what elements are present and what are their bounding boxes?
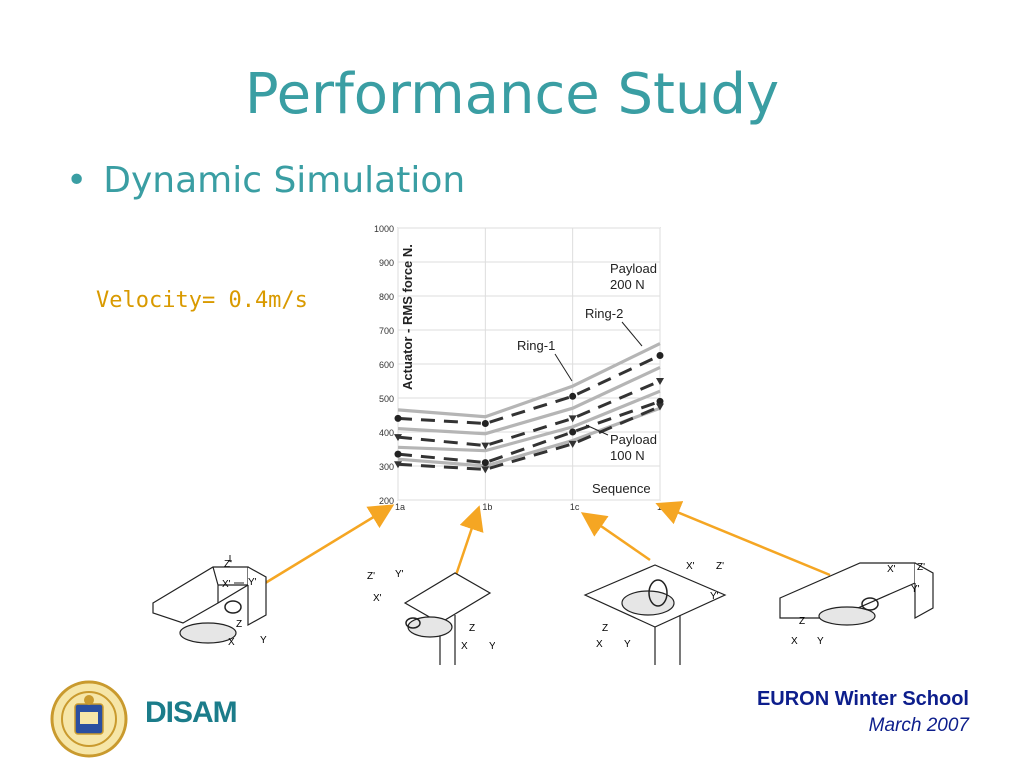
arrow-1d [655, 501, 831, 577]
velocity-label: Velocity= 0.4m/s [96, 288, 308, 313]
chart-series [397, 342, 661, 471]
robot3-label-x: X [596, 639, 603, 650]
y-tick-label: 300 [379, 462, 394, 472]
robot3-label-y: Y [624, 639, 631, 650]
robot1-label-zp: Z' [224, 559, 232, 570]
robot2-label-yp: Y' [395, 569, 404, 580]
slide-title: Performance Study [244, 62, 780, 127]
y-tick-label: 600 [379, 360, 394, 370]
robot1-label-y: Y [260, 635, 267, 646]
robot1-label-x: X [228, 637, 235, 648]
data-point [568, 440, 577, 448]
robot4-label-x: X [791, 636, 798, 647]
robot2-label-z: Z [469, 623, 475, 634]
y-axis-label: Actuator - RMS force N. [400, 244, 415, 390]
data-point [394, 461, 402, 469]
bullet-item: • Dynamic Simulation [66, 160, 465, 201]
annotation-ring1: Ring-1 [517, 338, 555, 353]
bullet-text: Dynamic Simulation [103, 160, 466, 201]
footer-event: EURON Winter School March 2007 [757, 688, 969, 737]
series-line-7 [397, 406, 661, 468]
robot2-label-y: Y [489, 641, 495, 652]
robot-sketch-2: Z' Y' X' Z X Y [367, 569, 495, 665]
university-seal-logo [50, 680, 128, 758]
chart-markers [394, 352, 664, 474]
series-line-3 [397, 365, 661, 436]
robot-sketch-4: X' Z' Y' Z X Y [779, 562, 934, 647]
annotation-ring2: Ring-2 [585, 306, 623, 321]
y-tick-label: 700 [379, 326, 394, 336]
data-point [394, 414, 402, 422]
data-point [481, 466, 490, 474]
robot-sketch-1: Z' Y' X' Z X Y [152, 555, 267, 648]
data-point [481, 420, 489, 427]
data-point [656, 352, 664, 359]
data-point [481, 442, 490, 450]
event-name: EURON Winter School [756, 688, 969, 710]
robot4-label-y: Y [817, 636, 824, 647]
data-point [394, 450, 402, 458]
robot1-label-z: Z [236, 619, 242, 630]
series-line-5 [397, 389, 661, 453]
y-tick-label: 800 [379, 292, 394, 302]
x-tick-label: 1b [482, 502, 492, 512]
payload-100-pointer [585, 424, 609, 436]
y-tick-label: 1000 [374, 224, 394, 234]
ring1-pointer [554, 353, 573, 382]
bullet-dot-icon: • [66, 160, 88, 201]
data-point [656, 378, 664, 385]
x-tick-label: 1c [570, 502, 580, 512]
arrow-1b [453, 505, 484, 579]
event-date: March 2007 [868, 715, 969, 736]
robot-sketch-3: X' Z' Y' Z X Y [583, 561, 727, 665]
y-tick-label: 400 [379, 428, 394, 438]
data-point [394, 434, 402, 442]
robot4-label-yp: Y' [911, 584, 920, 595]
robot3-label-z: Z [602, 623, 608, 634]
robot3-label-xp: X' [686, 561, 695, 572]
y-tick-label: 500 [379, 394, 394, 404]
robot4-label-z: Z [799, 616, 805, 627]
data-point [569, 392, 577, 400]
robot4-label-zp: Z' [917, 562, 925, 573]
annotation-payload-100-line1: Payload [610, 432, 657, 447]
ring2-pointer [621, 321, 643, 347]
robot3-label-zp: Z' [716, 561, 724, 572]
arrow-1c [580, 512, 651, 562]
x-axis-label: Sequence [592, 481, 651, 496]
y-tick-label: 200 [379, 496, 394, 506]
data-point [569, 428, 577, 436]
robot1-label-xp: X' [222, 579, 231, 590]
annotation-payload-200-line2: 200 N [610, 277, 645, 292]
rms-force-chart: 20030040050060070080090010001a1b1c1d Act… [374, 224, 667, 512]
data-point [656, 403, 664, 411]
annotation-payload-200-line1: Payload [610, 261, 657, 276]
series-line-1 [397, 342, 661, 419]
robot3-label-yp: Y' [710, 591, 719, 602]
data-point [568, 415, 577, 423]
robot1-label-yp: Y' [248, 577, 257, 588]
robot2-label-xp: X' [373, 593, 382, 604]
annotation-payload-100-line2: 100 N [610, 448, 645, 463]
arrow-1a [261, 504, 395, 587]
y-tick-label: 900 [379, 258, 394, 268]
robot2-label-x: X [461, 641, 468, 652]
robot2-label-zp: Z' [367, 571, 375, 582]
disam-logo-text: DISAM [145, 696, 238, 729]
data-point [656, 397, 664, 405]
data-point [481, 459, 489, 467]
x-tick-label: 1a [395, 502, 405, 512]
robot4-label-xp: X' [887, 564, 896, 575]
